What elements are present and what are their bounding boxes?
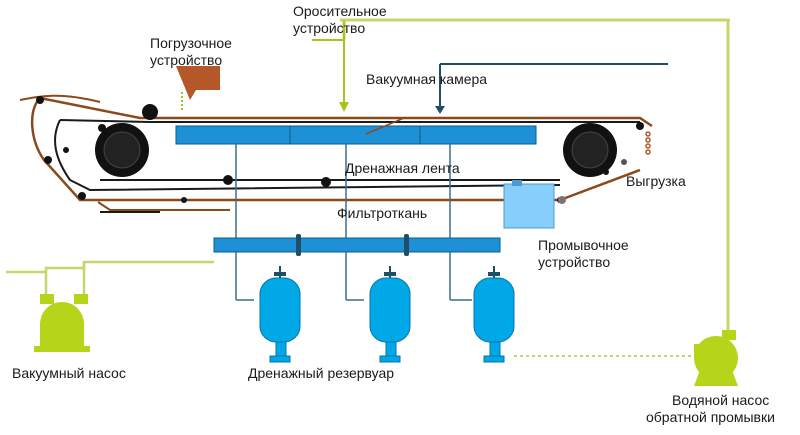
label-filter-cloth: Фильтроткань — [337, 205, 427, 221]
vacuum-suction-line — [44, 260, 214, 296]
label-backwash-1: Водяной насос — [672, 392, 769, 408]
right-drum — [563, 123, 617, 177]
sprinkler-arrow — [339, 20, 349, 112]
cloth-left-tail — [19, 94, 101, 103]
washing-nozzle — [512, 180, 522, 186]
label-loading-1: Погрузочное — [150, 35, 232, 51]
backwash-water-pump — [694, 330, 738, 386]
vacuum-arrow — [435, 106, 445, 114]
filter-cloth-belt — [30, 96, 653, 202]
label-sprinkler-2: устройство — [293, 20, 365, 36]
label-vacuum-pump: Вакуумный насос — [12, 365, 126, 381]
drainage-manifold — [213, 237, 501, 253]
vacuum-pointer — [365, 117, 405, 135]
label-washing-1: Промывочное — [538, 237, 629, 253]
label-sprinkler-1: Оросительное — [293, 3, 387, 19]
vacuum-boxes — [175, 125, 537, 145]
left-drum — [95, 123, 149, 177]
manifold-valves — [296, 234, 409, 256]
manifold-pipes — [235, 144, 472, 301]
drainage-tank-3 — [473, 266, 515, 363]
label-loading-2: устройство — [150, 52, 222, 68]
drainage-tank-2 — [369, 266, 411, 363]
cloth-bottom-tail — [97, 201, 230, 211]
guide-rollers — [36, 96, 644, 203]
label-backwash-2: обратной промывки — [646, 409, 775, 425]
label-unloading: Выгрузка — [626, 173, 686, 189]
unloading-roller — [621, 159, 627, 165]
loading-hopper — [176, 66, 220, 112]
press-roller — [142, 104, 158, 120]
label-washing-2: устройство — [538, 254, 610, 270]
label-vacuum-chamber: Вакуумная камера — [366, 71, 487, 87]
right-chain — [645, 131, 651, 155]
unloading-roller-2 — [558, 196, 566, 204]
vacuum-pump — [34, 294, 90, 352]
label-drainage-belt: Дренажная лента — [345, 160, 460, 176]
drainage-tank-1 — [259, 266, 301, 363]
washing-device — [503, 183, 555, 229]
label-drainage-tank: Дренажный резервуар — [248, 365, 394, 381]
